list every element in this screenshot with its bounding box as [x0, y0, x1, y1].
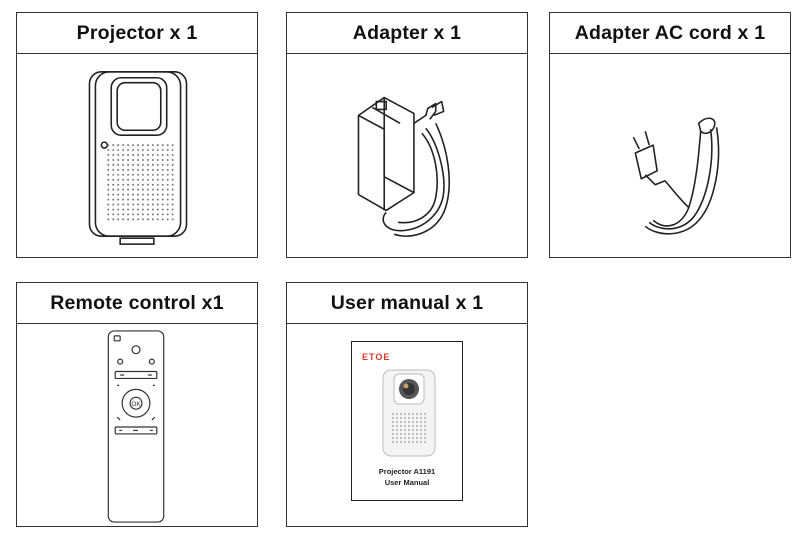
item-card-remote: Remote control x1 OK	[16, 282, 258, 527]
projector-icon	[88, 71, 188, 245]
item-card-projector: Projector x 1	[16, 12, 258, 258]
ac-cord-icon	[632, 117, 720, 235]
item-image	[550, 54, 790, 257]
item-title: Adapter AC cord x 1	[550, 13, 790, 54]
remote-control-icon: OK	[107, 330, 165, 523]
item-card-ac-cord: Adapter AC cord x 1	[549, 12, 791, 258]
item-card-adapter: Adapter x 1	[286, 12, 528, 258]
item-image	[287, 54, 527, 257]
item-title: Projector x 1	[17, 13, 257, 54]
manual-title-line1: Projector A1191	[378, 467, 436, 476]
user-manual-icon: ETOE Projector A1191 User Manual	[351, 341, 463, 501]
item-card-manual: User manual x 1 ETOE Projector A1191 Use…	[286, 282, 528, 527]
ok-button-label: OK	[131, 401, 141, 408]
power-adapter-icon	[357, 96, 451, 237]
item-image: ETOE Projector A1191 User Manual	[287, 324, 527, 526]
manual-brand-logo: ETOE	[362, 352, 391, 362]
manual-projector-image	[382, 369, 436, 457]
item-title: Adapter x 1	[287, 13, 527, 54]
item-title: Remote control x1	[17, 283, 257, 324]
manual-title-line2: User Manual	[384, 478, 430, 487]
item-title: User manual x 1	[287, 283, 527, 324]
item-image	[17, 54, 257, 257]
item-image: OK	[17, 324, 257, 526]
